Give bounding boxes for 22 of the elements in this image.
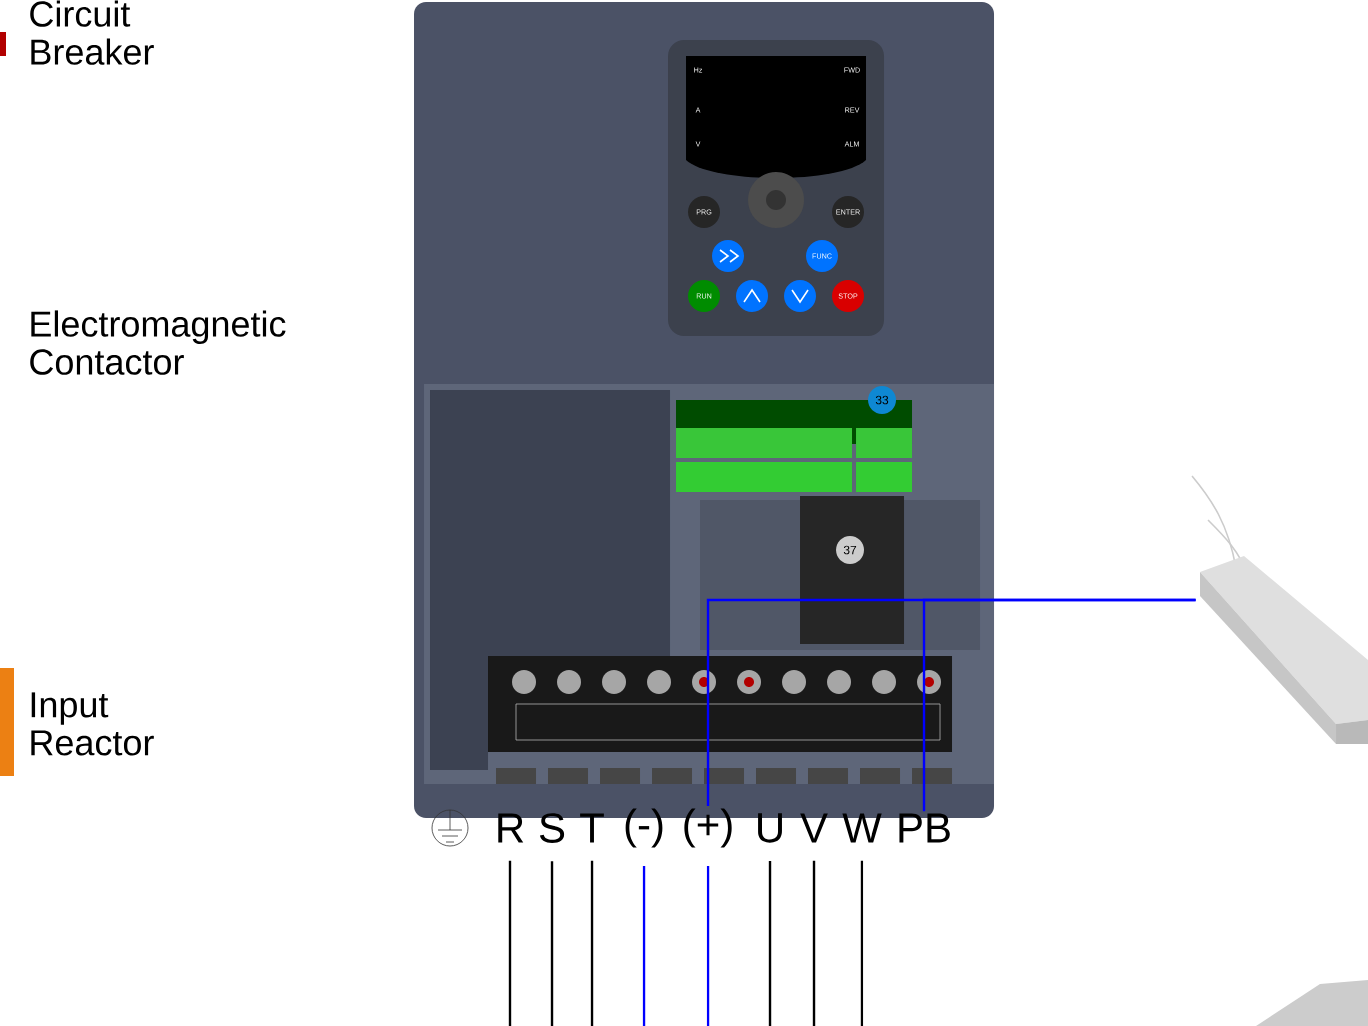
- wire: [768, 861, 772, 1026]
- wire: [812, 860, 816, 1026]
- wire: [508, 860, 512, 1026]
- terminal-label: V: [800, 813, 828, 843]
- terminal-label: (-): [625, 808, 663, 848]
- terminal-label: U: [758, 813, 782, 843]
- terminal-label: S: [539, 813, 565, 843]
- terminal-label: T: [580, 813, 604, 843]
- side-label: Input Reactor: [31, 692, 154, 756]
- wire: [922, 598, 1196, 812]
- wire: [590, 860, 594, 1026]
- wire: [860, 860, 864, 1026]
- terminal-label: R: [498, 813, 524, 843]
- terminal-label: W: [842, 813, 882, 843]
- side-label: Circuit Breaker: [30, 0, 154, 65]
- terminal-label: (+): [684, 808, 732, 848]
- wire: [642, 866, 646, 1026]
- wire: [550, 861, 554, 1026]
- terminal-label: PB: [899, 813, 950, 843]
- resistor-drawing: [1191, 475, 1368, 744]
- wire: [706, 866, 710, 1026]
- side-label: Electromagnetic Contactor: [30, 310, 286, 375]
